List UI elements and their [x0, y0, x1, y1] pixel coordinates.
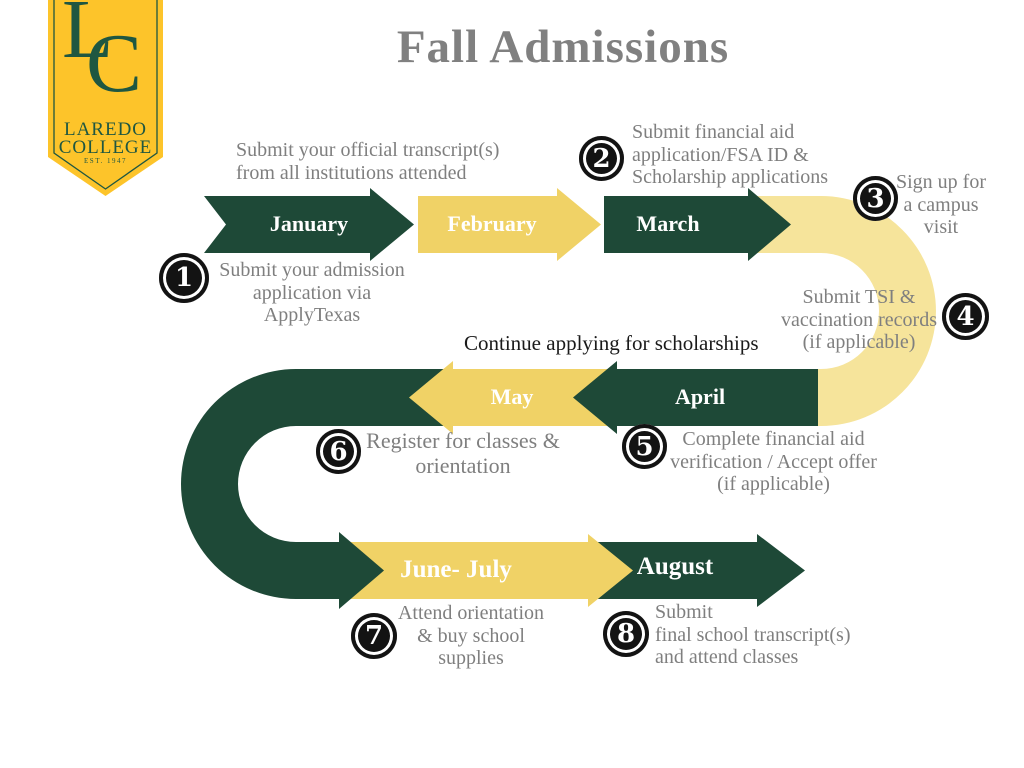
- step-8-text: Submit final school transcript(s) and at…: [655, 601, 875, 669]
- text-line: ApplyTexas: [263, 304, 361, 327]
- step-number-5: 5: [635, 431, 654, 462]
- step-number-1: 1: [174, 263, 194, 293]
- arrow-march: [604, 188, 791, 261]
- note-scholarships: Continue applying for scholarships: [464, 331, 759, 355]
- text-line: Register for classes &: [366, 428, 560, 453]
- logo-pennant-outline-icon: [53, 0, 158, 190]
- text-line: verification / Accept offer: [670, 450, 877, 473]
- text-line: Submit your admission: [219, 259, 405, 281]
- text-line: orientation: [415, 452, 511, 478]
- note-transcripts: Submit your official transcript(s) from …: [236, 139, 576, 184]
- month-label-june-july: June- July: [400, 556, 512, 583]
- month-label-january: January: [269, 211, 349, 236]
- step-4-text: Submit TSI & vaccination records (if app…: [773, 286, 945, 354]
- text-line: application/FSA ID &: [632, 143, 809, 166]
- step-badge-3: 3: [853, 176, 898, 221]
- month-label-february: February: [447, 211, 537, 236]
- step-1-text: Submit your admission application via Ap…: [212, 259, 412, 327]
- month-label-march: March: [636, 211, 700, 236]
- text-line: Submit TSI &: [802, 286, 916, 308]
- arrow-january: [204, 188, 414, 261]
- logo-pennant-icon: [48, 0, 163, 196]
- text-line: application via: [252, 281, 372, 304]
- logo-monogram-c: C: [86, 17, 143, 110]
- step-number-7: 7: [364, 621, 384, 651]
- logo-established: EST. 1947: [84, 157, 127, 165]
- logo-name-line2: COLLEGE: [58, 137, 153, 158]
- step-number-3: 3: [866, 183, 885, 214]
- step-3-text: Sign up for a campus visit: [891, 171, 991, 239]
- curve-right-icon: [746, 196, 936, 426]
- text-line: Submit financial aid: [632, 121, 795, 143]
- step-number-8: 8: [616, 619, 636, 649]
- month-label-may: May: [490, 384, 534, 409]
- step-number-2: 2: [592, 143, 611, 174]
- text-line: Scholarship applications: [632, 166, 829, 189]
- text-line: Submit: [655, 601, 713, 623]
- laredo-college-logo: L C LAREDO COLLEGE EST. 1947: [48, 0, 163, 197]
- text-line: and attend classes: [655, 646, 799, 669]
- curve-left-arrowhead-icon: [339, 532, 384, 609]
- text-line: visit: [923, 216, 959, 239]
- step-badge-4: 4: [942, 293, 989, 340]
- text-line: Sign up for: [896, 171, 986, 193]
- step-badge-1: 1: [159, 253, 209, 303]
- text-line: Complete financial aid: [682, 428, 865, 450]
- month-label-august: August: [636, 553, 714, 580]
- logo-monogram-l: L: [62, 0, 114, 76]
- arrow-may: [409, 361, 616, 434]
- arrow-august: [592, 534, 805, 607]
- step-badge-8: 8: [603, 611, 649, 657]
- text-line: final school transcript(s): [655, 623, 851, 646]
- step-badge-5: 5: [622, 424, 667, 469]
- logo-name-line1: LAREDO: [63, 119, 148, 140]
- arrow-april: [573, 361, 818, 434]
- step-6-text: Register for classes & orientation: [355, 428, 571, 479]
- text-line: Attend orientation: [397, 602, 545, 624]
- step-number-4: 4: [956, 301, 975, 332]
- text-line: from all institutions attended: [236, 161, 467, 184]
- step-badge-6: 6: [316, 429, 361, 474]
- step-7-text: Attend orientation & buy school supplies: [396, 602, 546, 670]
- text-line: Submit your official transcript(s): [236, 139, 500, 161]
- curve-left-icon: [181, 369, 460, 599]
- step-badge-2: 2: [579, 136, 624, 181]
- text-line: supplies: [438, 647, 504, 670]
- arrow-june-july: [348, 534, 633, 607]
- step-badge-7: 7: [351, 613, 397, 659]
- text-line: & buy school: [417, 624, 525, 647]
- page-title: Fall Admissions: [396, 21, 730, 73]
- step-number-6: 6: [329, 436, 348, 467]
- text-line: a campus: [903, 193, 979, 216]
- month-label-april: April: [674, 384, 726, 409]
- step-2-text: Submit financial aid application/FSA ID …: [632, 121, 882, 189]
- step-5-text: Complete financial aid verification / Ac…: [666, 428, 881, 496]
- text-line: vaccination records: [780, 308, 938, 331]
- text-line: (if applicable): [717, 473, 830, 496]
- text-line: (if applicable): [802, 331, 916, 354]
- arrow-february: [418, 188, 601, 261]
